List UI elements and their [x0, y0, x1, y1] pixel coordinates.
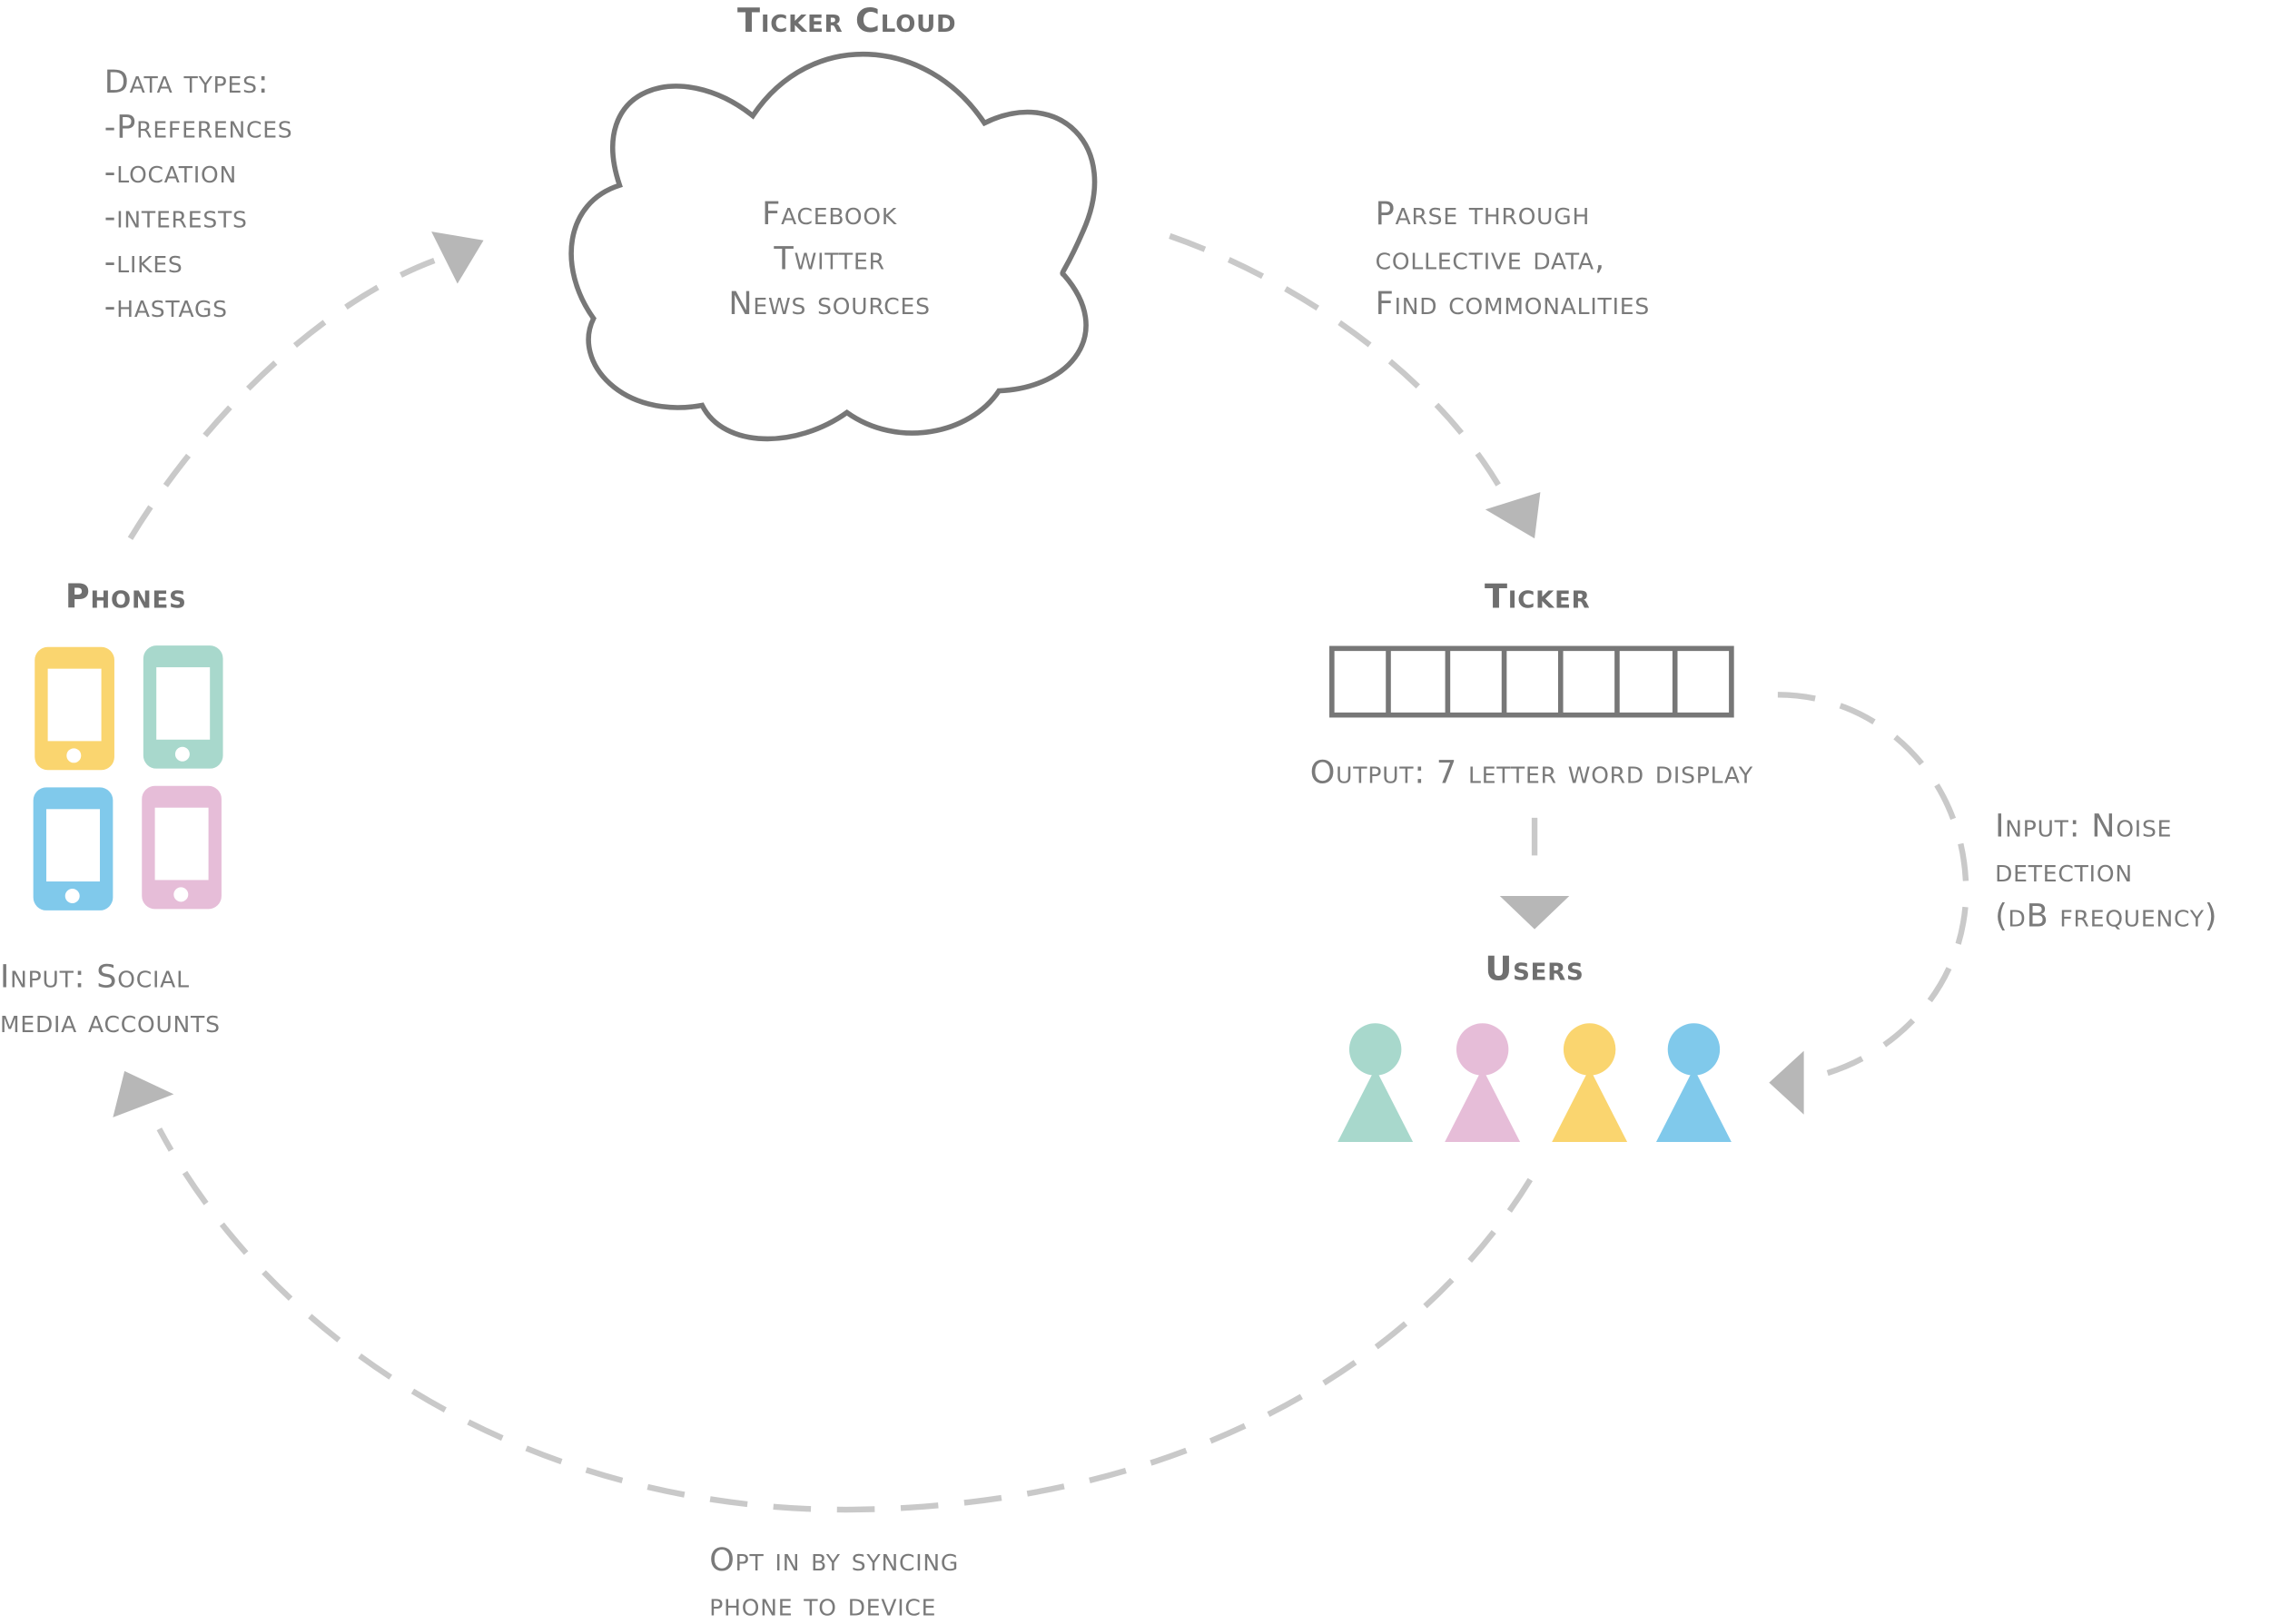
phones-caption-line: Input: Social	[0, 958, 190, 995]
data-type-item: -Preferences	[104, 109, 293, 146]
data-types-heading: Data types:	[104, 64, 270, 101]
arrowhead-icon	[1499, 895, 1570, 930]
noise-note-line: detection	[1995, 852, 2133, 890]
cloud-source-twitter: Twitter	[773, 241, 884, 278]
phone-icon	[35, 646, 114, 771]
cloud-source-news: News sources	[728, 285, 930, 322]
phone-icon	[142, 785, 222, 910]
ticker-title: Ticker	[1485, 577, 1590, 616]
arrowhead-icon	[1769, 1050, 1804, 1115]
arrow-phones-to-cloud	[127, 258, 436, 540]
phones-title: Phones	[65, 577, 187, 616]
data-type-item: -hastags	[104, 288, 228, 325]
user-icon	[1655, 1023, 1732, 1143]
phone-icon	[143, 645, 223, 769]
arrowhead-icon	[113, 1070, 174, 1117]
arrowhead-icon	[431, 231, 484, 284]
data-type-item: -interests	[104, 198, 248, 235]
parse-note-line: Parse through	[1376, 195, 1590, 232]
sync-note-line: phone to device	[709, 1586, 936, 1623]
users-title: Users	[1485, 949, 1584, 988]
data-type-item: -likes	[104, 243, 183, 281]
arrow-cloud-to-ticker	[1169, 232, 1501, 487]
ticker-caption: Output: 7 letter word display	[1310, 754, 1753, 792]
user-icon	[1552, 1023, 1628, 1143]
noise-note-line: Input: Noise	[1995, 808, 2172, 845]
noise-note-line: (dB frequency)	[1995, 897, 2217, 934]
user-icon	[1445, 1023, 1521, 1143]
user-icon	[1337, 1023, 1414, 1143]
cloud-source-facebook: Facebook	[762, 195, 897, 232]
ticker-display	[1329, 645, 1734, 718]
arrowhead-icon	[1485, 492, 1541, 539]
parse-note-line: collective data,	[1376, 241, 1605, 278]
arrow-users-to-phones	[156, 1127, 1533, 1513]
phones-caption-line: media accounts	[0, 1003, 221, 1040]
cloud-title: Ticker Cloud	[737, 1, 956, 40]
cloud-shape	[568, 51, 1098, 442]
data-type-item: -location	[104, 153, 237, 191]
sync-note-line: Opt in by syncing	[709, 1541, 959, 1579]
phone-icon	[33, 787, 114, 910]
arrow-ticker-noise-to-users	[1777, 692, 1969, 1081]
parse-note-line: Find commonalities	[1376, 285, 1650, 322]
